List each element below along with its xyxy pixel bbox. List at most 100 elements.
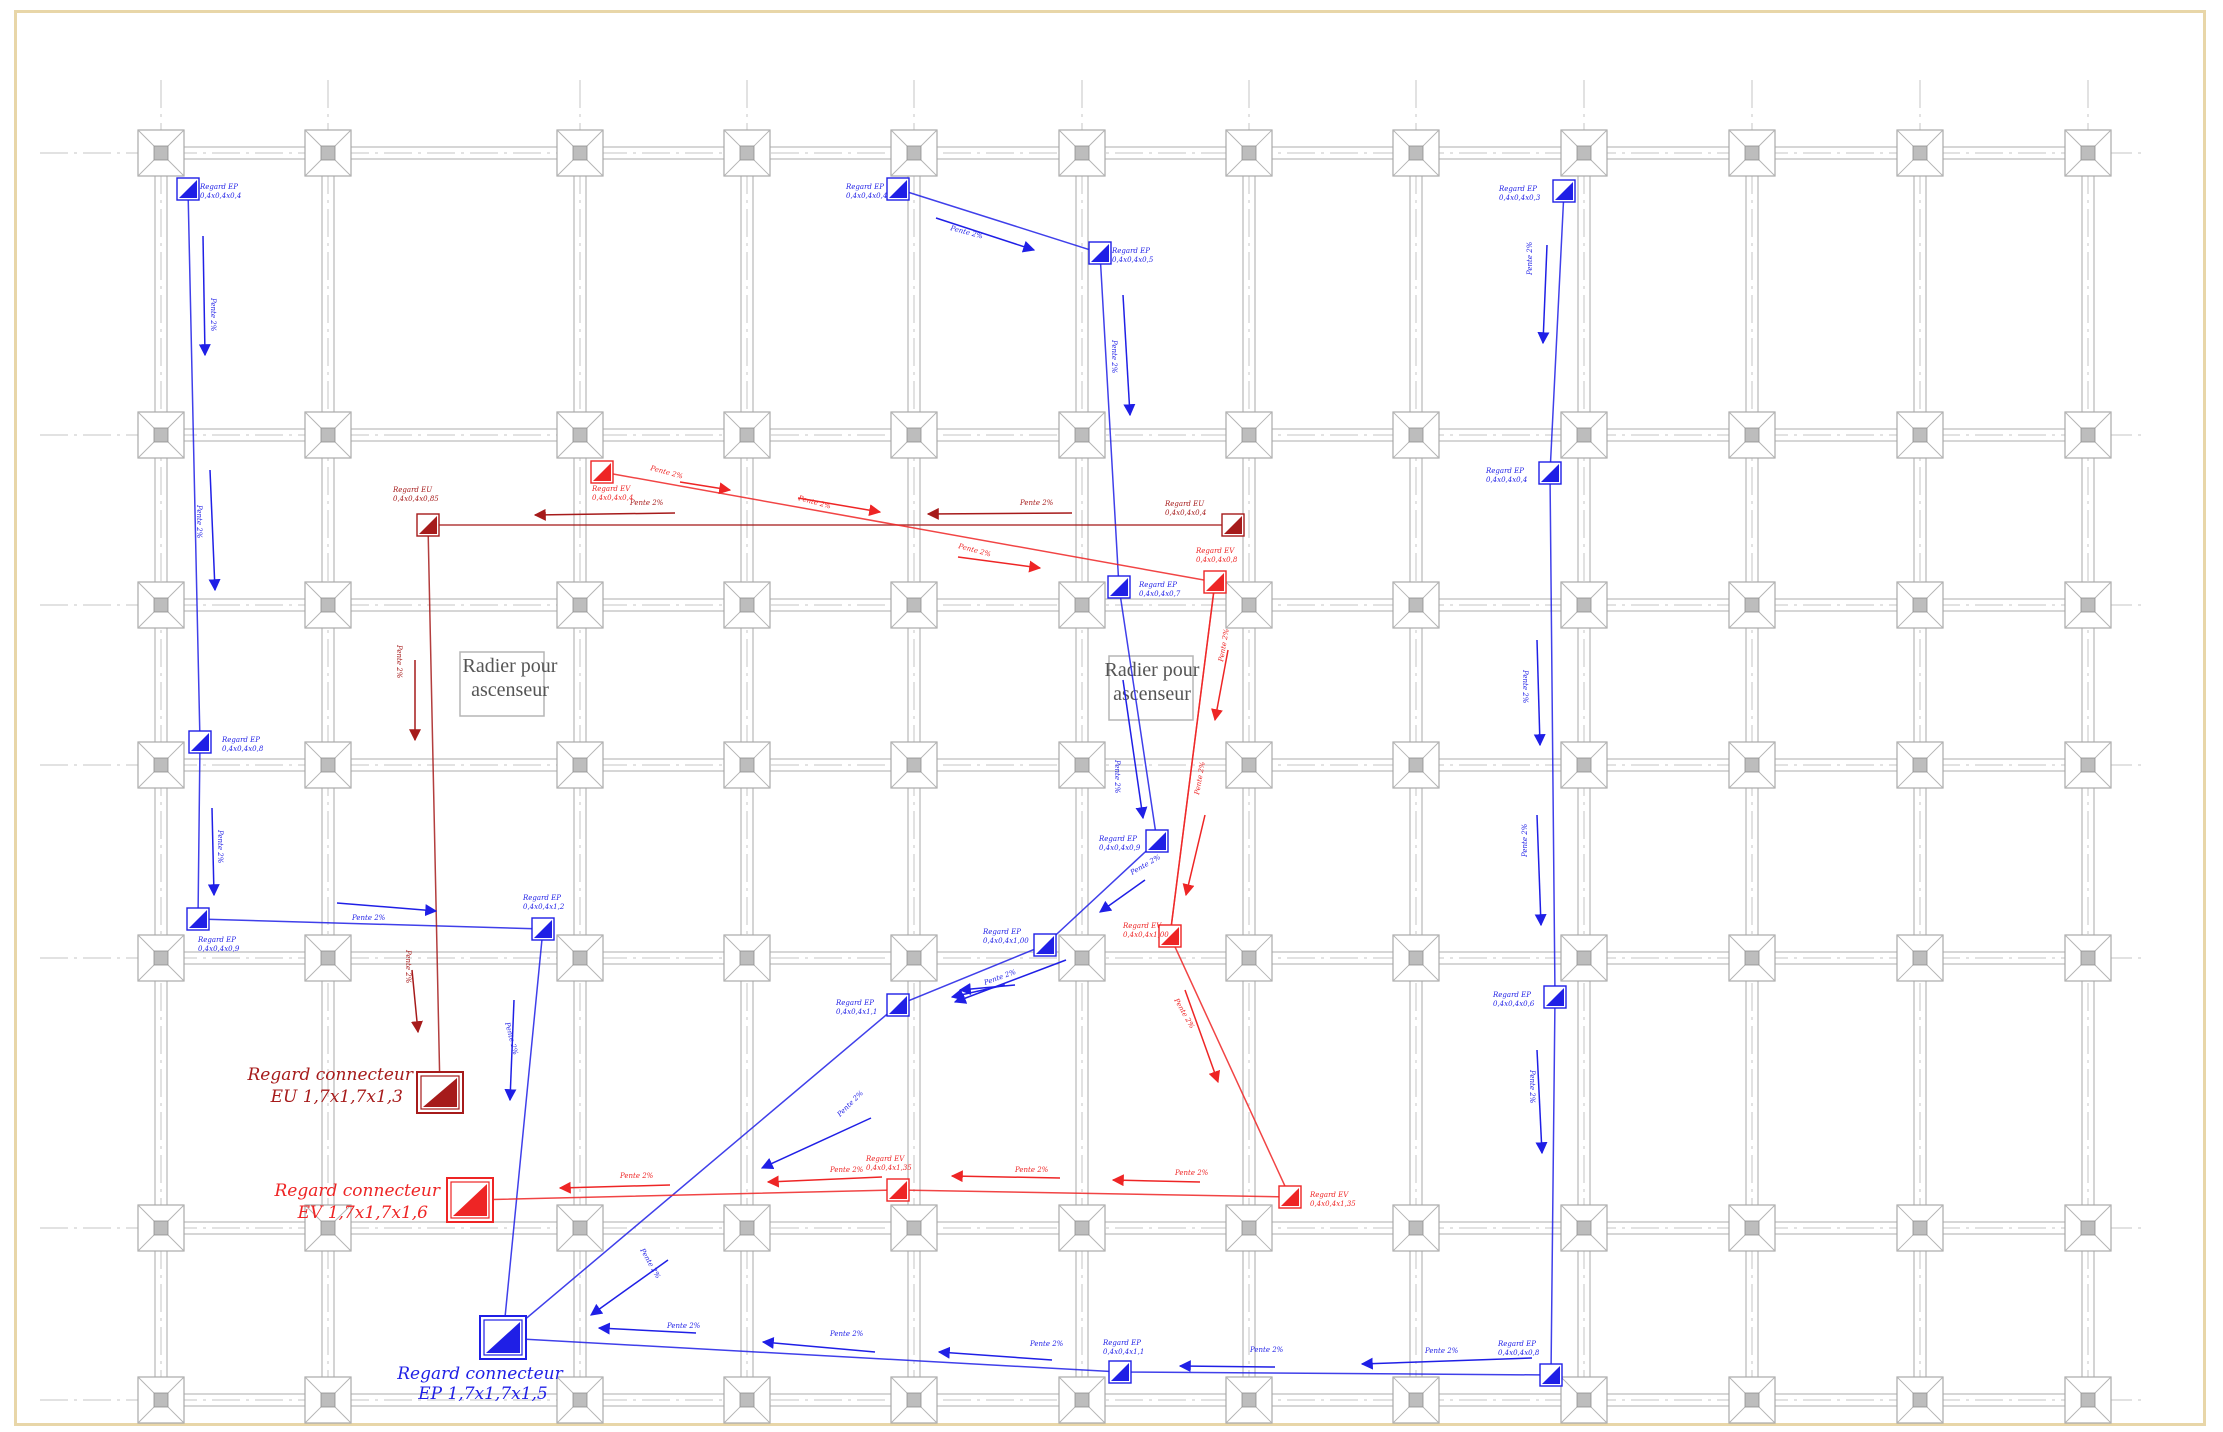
slope-label-ev: Pente 2% [1172,996,1196,1030]
regard-label-title: Regard EP [1111,247,1150,255]
connector-eu-dims: EU 1,7x1,7x1,3 [270,1087,403,1107]
column [1241,757,1257,773]
column [1408,757,1424,773]
column [1912,597,1928,613]
regard-label-title: Regard EP [1485,467,1524,475]
slope-label-ep: Pente 2% [638,1246,662,1280]
slope-label-ep: Pente 2% [209,297,217,332]
regard-label-title: Regard EP [221,736,260,744]
connector-ep-dims: EP 1,7x1,7x1,5 [417,1384,548,1404]
regard-ev: Regard EV0,4x0,4x1,00 [1122,922,1182,948]
slope-arrow-ep [1122,679,1148,820]
regard-label-dims: 0,4x0,4x0,8 [1498,1349,1540,1357]
column [1074,145,1090,161]
regard-fill [534,920,552,938]
column [906,597,922,613]
regard-ep: Regard EP0,4x0,4x1,1 [1102,1339,1144,1384]
slope-label-ep: Pente 2% [1521,669,1529,704]
column [1074,427,1090,443]
regard-ep: Regard EP0,4x0,4x0,3 [1498,179,1576,203]
column [1576,1392,1592,1408]
slope-arrow-ep [1099,879,1146,913]
regard-label-dims: 0,4x0,4x1,00 [1123,931,1169,939]
slope-arrow-eu [926,507,1073,520]
slope-label-ep: Pente 2% [503,1020,520,1056]
regard-fill [191,733,209,751]
regard-label-title: Regard EV [1309,1191,1349,1199]
slope-label-ep: Pente 2% [1424,1347,1459,1355]
column [739,145,755,161]
column [1744,145,1760,161]
regard-label-dims: 0,4x0,4x0,5 [1112,256,1154,264]
column [1241,145,1257,161]
slope-arrow-ev [1182,814,1206,897]
regard-label-dims: 0,4x0,4x0,4 [592,494,633,502]
slope-label-ev: Pente 2% [649,464,685,481]
column [153,1392,169,1408]
regard-label-dims: 0,4x0,4x0,7 [1139,590,1181,598]
slope-arrow-ep [597,1322,697,1335]
slope-arrow-ep [336,902,438,917]
regard-ep: Regard EP0,4x0,4x0,4 [845,177,910,201]
regard-ep: Regard EP0,4x0,4x1,00 [982,928,1057,957]
regard-label-title: Regard EU [392,486,433,494]
regard-fill [1206,573,1224,591]
column [572,1392,588,1408]
column [2080,950,2096,966]
column [1576,950,1592,966]
structural-grid [40,80,2145,1424]
regard-ev: Regard EV0,4x0,4x1,35 [1278,1185,1356,1209]
regard-label-title: Regard EP [845,183,884,191]
regard-label-dims: 0,4x0,4x0,4 [1165,509,1206,517]
regard-label-title: Regard EP [1138,581,1177,589]
column [2080,1392,2096,1408]
slope-arrow-eu [410,969,423,1034]
column [739,597,755,613]
column [1408,950,1424,966]
regard-fill [1546,988,1564,1006]
regard-label-title: Regard EP [199,183,238,191]
column [1241,1220,1257,1236]
slope-arrow-ep [504,999,517,1102]
radier-right-line1: Radier pour [1105,659,1200,681]
column [2080,145,2096,161]
regard-ep: Regard EP0,4x0,4x1,2 [522,894,565,941]
regard-label-title: Regard EV [865,1155,905,1163]
regard-label-dims: 0,4x0,4x0,85 [393,495,439,503]
regard-label-title: Regard EP [1102,1339,1141,1347]
column [320,1220,336,1236]
slope-label-ev: Pente 2% [1174,1169,1209,1177]
regard-fill [889,180,907,198]
radier-left-line2: ascenseur [471,679,549,701]
radier-left: Radier pour ascenseur [459,651,558,717]
regard-label-dims: 0,4x0,4x1,2 [523,903,565,911]
column [906,145,922,161]
regard-label-title: Regard EP [1498,185,1537,193]
column [2080,427,2096,443]
pipe-ep [187,188,544,1339]
column [739,1392,755,1408]
regard-fill [1542,1366,1560,1384]
regard-label-dims: 0,4x0,4x0,6 [1493,1000,1535,1008]
regard-ep: Regard EP0,4x0,4x0,9 [1098,829,1169,853]
regard-ep: Regard EP0,4x0,4x1,1 [835,993,910,1017]
regard-fill [889,996,907,1014]
column [2080,1220,2096,1236]
column [1912,1392,1928,1408]
slope-arrow-ep [1534,814,1547,927]
column [572,597,588,613]
slope-arrow-ep [953,959,1067,1004]
column [320,757,336,773]
regard-label-title: Regard EV [1195,547,1235,555]
regard-label-dims: 0,4x0,4x1,35 [1310,1200,1356,1208]
slope-label-ev: Pente 2% [619,1172,654,1180]
slope-arrow-ep [935,217,1036,253]
slope-arrow-ep [937,1346,1053,1361]
column [1241,427,1257,443]
regard-ep: Regard EP0,4x0,4x0,7 [1107,575,1181,599]
regard-label-dims: 0,4x0,4x0,4 [846,192,887,200]
slope-label-ep: Pente 2% [1521,823,1529,858]
column [1744,950,1760,966]
